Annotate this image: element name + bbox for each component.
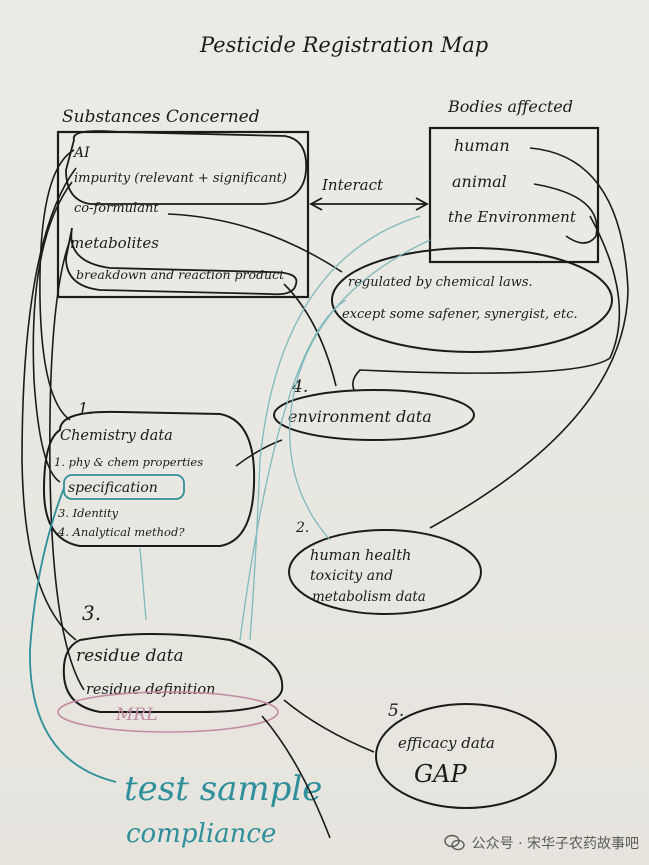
interact-arrowhead-left (309, 197, 323, 211)
link-residue-to-efficacy (283, 699, 375, 753)
chemistry-item-properties: 1. phy & chem properties (54, 455, 203, 469)
environment-label: environment data (288, 407, 432, 426)
chemistry-oval (42, 410, 256, 547)
test-sample-line2: compliance (126, 819, 276, 849)
link-ai-to-residue (21, 167, 77, 641)
teal-link-environment-to-residue (249, 215, 421, 641)
substance-item-metabolites: metabolites (70, 234, 159, 252)
residue-oval (62, 633, 284, 713)
black-connectors (21, 147, 629, 839)
human-health-number: 2. (295, 520, 309, 536)
regulated-line1: regulated by chemical laws. (348, 275, 533, 290)
link-human-to-health (429, 147, 629, 529)
substance-item-coformulant: co-formulant (74, 201, 159, 216)
teal-connectors (139, 215, 431, 641)
mrl-oval (57, 691, 279, 733)
substance-loop-bottom (65, 227, 298, 296)
watermark: 公众号 · 宋华子农药故事吧 (443, 833, 639, 853)
teal-link-specification-to-test-sample (29, 487, 117, 783)
body-item-environment: the Environment (448, 208, 577, 226)
link-residue-bottom (261, 715, 331, 839)
regulated-oval (331, 247, 613, 353)
substance-item-impurity: impurity (relevant + significant) (74, 171, 287, 186)
human-health-oval (288, 529, 482, 615)
chemistry-title: Chemistry data (60, 428, 173, 444)
wechat-icon (443, 834, 465, 851)
link-animal-to-health (533, 183, 598, 244)
human-health-line1: human health (310, 548, 411, 564)
teal-link-environment-box (289, 239, 431, 541)
link-coformulant-to-regulated (167, 213, 343, 273)
efficacy-label: efficacy data (398, 734, 495, 752)
efficacy-number: 5. (388, 701, 404, 721)
bodies-box (428, 126, 600, 264)
teal-link-chemistry-to-residue (139, 547, 147, 621)
substance-loop-top (65, 130, 308, 205)
link-ai-to-chemistry (39, 149, 75, 421)
chemistry-item-identity: 3. Identity (58, 506, 119, 520)
map-title: Pesticide Registration Map (199, 33, 488, 57)
bodies-heading: Bodies affected (447, 97, 573, 116)
regulated-line2: except some safener, synergist, etc. (342, 307, 578, 322)
interact-label: Interact (321, 176, 384, 194)
link-chemistry-to-environment (235, 439, 283, 467)
environment-number: 4. (291, 377, 308, 397)
human-health-line2: toxicity and (310, 568, 393, 584)
substance-item-breakdown: breakdown and reaction product (76, 267, 285, 282)
link-impurity-to-chemistry (32, 181, 73, 483)
residue-title: residue data (76, 646, 184, 666)
residue-number: 3. (82, 601, 101, 625)
mrl-label: MRL (115, 705, 158, 725)
watermark-text: 公众号 · 宋华子农药故事吧 (471, 836, 639, 852)
environment-oval (273, 389, 475, 441)
link-environment-body-to-env-data (352, 215, 621, 391)
chemistry-item-specification: specification (68, 480, 158, 496)
gap-label: GAP (414, 760, 468, 788)
body-item-human: human (454, 136, 510, 155)
interact-arrowhead-right (415, 197, 429, 211)
link-metabolites-to-residue (49, 239, 85, 691)
efficacy-oval (375, 703, 557, 809)
specification-highlight (63, 474, 185, 500)
human-health-line3: metabolism data (312, 589, 426, 605)
chemistry-item-analytical: 4. Analytical method? (57, 525, 185, 539)
substances-heading: Substances Concerned (62, 107, 260, 127)
substances-box (56, 130, 310, 299)
substance-item-ai: AI (72, 145, 90, 161)
test-sample-line1: test sample (124, 769, 322, 809)
body-item-animal: animal (452, 172, 507, 191)
link-breakdown-to-environment (283, 283, 337, 387)
